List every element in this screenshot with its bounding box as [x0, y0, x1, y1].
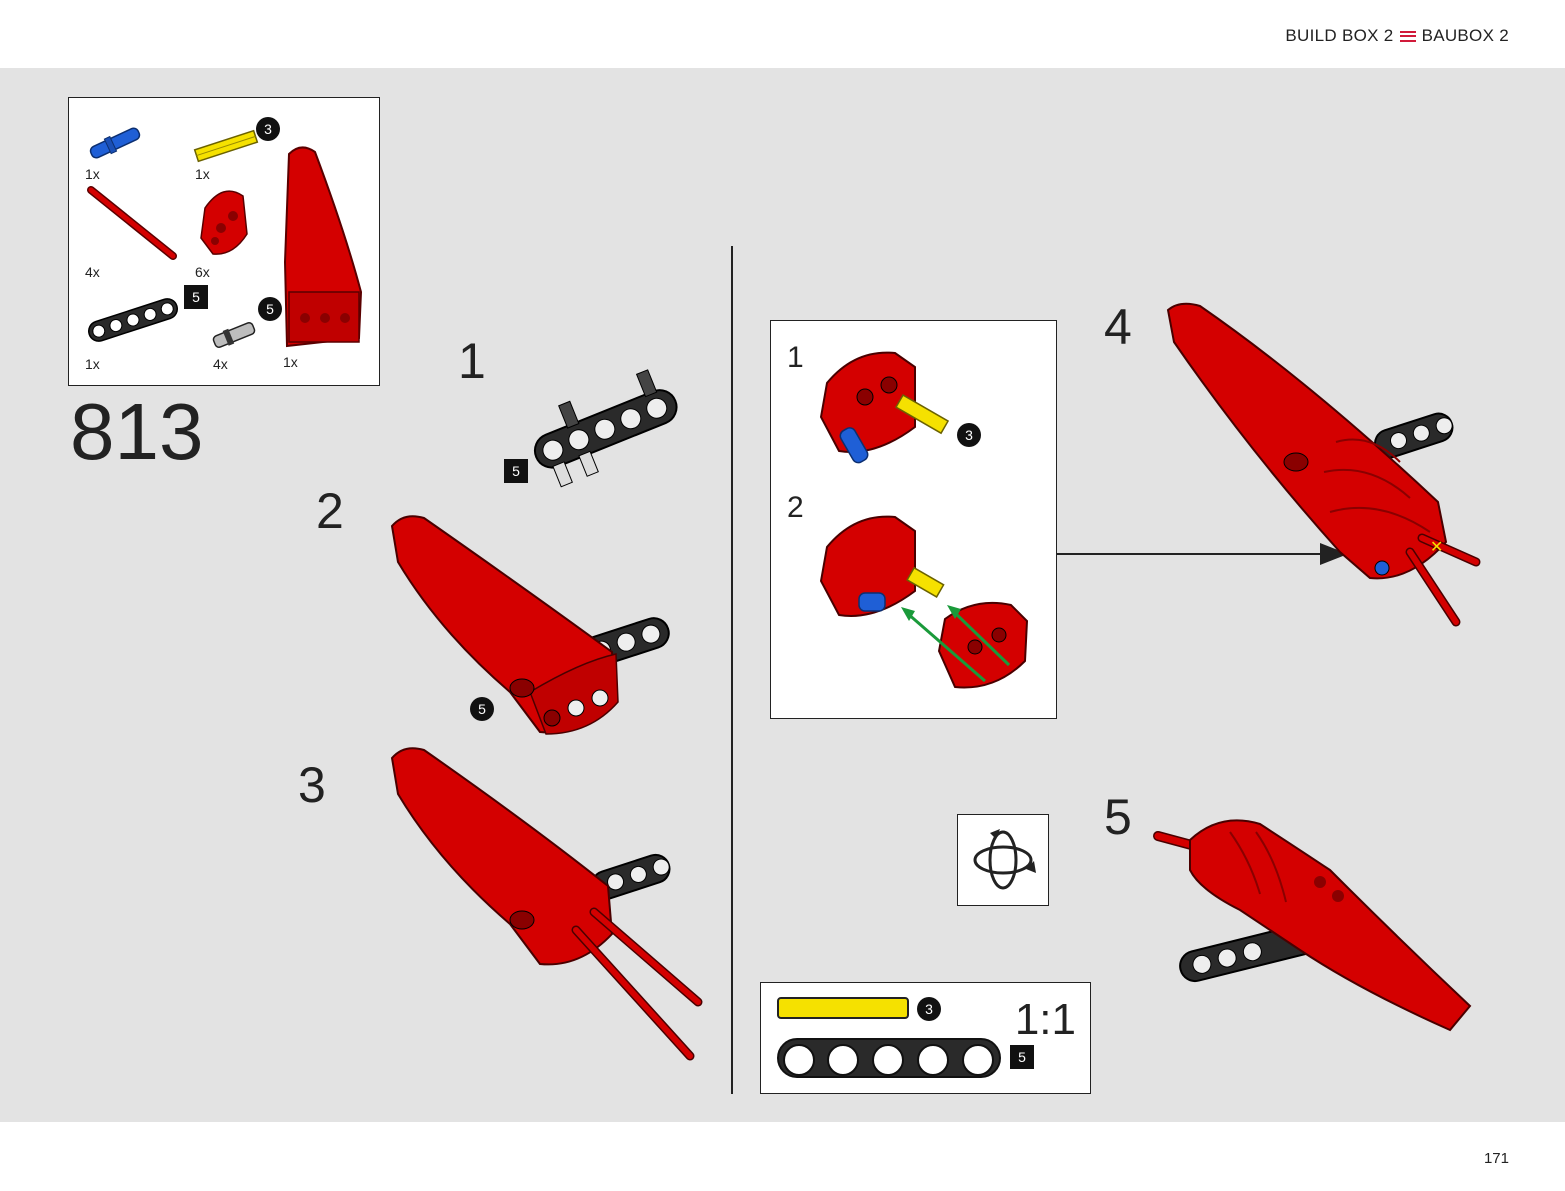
substep-4-number: 4: [1104, 299, 1132, 355]
substep-1-number: 1: [458, 333, 486, 389]
arrow-head-icon: [1320, 543, 1348, 565]
rotate-model-icon: [973, 829, 1036, 890]
red-panel-part: [200, 190, 248, 255]
callout-1-axle-badge: 3: [957, 423, 981, 447]
substep-1-illustration: [533, 369, 678, 488]
callout-substep-2: 2: [787, 491, 804, 524]
qty-red-axle: 4x: [85, 264, 100, 280]
red-axle-part: [87, 186, 177, 260]
substep-5-illustration: [1153, 819, 1472, 1032]
scale-beam-badge: 5: [1010, 1045, 1034, 1069]
substep-1-beam-badge: 5: [504, 459, 528, 483]
menu-icon[interactable]: [1399, 30, 1416, 42]
qty-red-panel: 6x: [195, 264, 210, 280]
scale-reference: 3 5 1:1: [760, 982, 1091, 1094]
page-number: 171: [1483, 1150, 1509, 1167]
grey-connector-part: [212, 322, 256, 348]
substep-2-badge: 5: [470, 697, 494, 721]
black-beam-part: [88, 298, 178, 342]
yellow-axle-part: [193, 129, 259, 163]
rotate-model-box: [957, 814, 1049, 906]
column-divider: [731, 246, 733, 1094]
scale-label: 1:1: [1014, 995, 1076, 1044]
page-footer: 171: [0, 1122, 1565, 1191]
parts-list: 1x 3 1x 4x 6x 5 1x: [68, 97, 380, 386]
callout-1-illustration: [819, 351, 950, 464]
substep-2-illustration: [390, 515, 670, 735]
substep-3-illustration: [390, 747, 703, 1061]
step-number: 813: [70, 387, 204, 476]
callout-2-illustration: [819, 515, 1029, 689]
callout-substep-1: 1: [787, 341, 804, 374]
qty-blue-pin: 1x: [85, 166, 100, 182]
header-title-left: BUILD BOX 2: [1285, 26, 1394, 45]
substep-4-illustration: ✕: [1166, 302, 1481, 627]
red-fairing-badge: 5: [258, 297, 282, 321]
blue-pin-part: [89, 127, 141, 159]
qty-yellow-axle: 1x: [195, 166, 210, 182]
yellow-axle-badge: 3: [256, 117, 280, 141]
substep-5-number: 5: [1104, 789, 1132, 845]
header-title: BUILD BOX 2 BAUBOX 2: [1285, 26, 1509, 46]
red-fairing-part: [283, 146, 363, 348]
substep-3-number: 3: [298, 757, 326, 813]
qty-grey-connector: 4x: [213, 356, 228, 372]
header-title-right: BAUBOX 2: [1421, 26, 1509, 45]
scale-beam: [777, 1038, 1001, 1078]
substep-2-number: 2: [316, 483, 344, 539]
callout-arrow: [1057, 553, 1325, 555]
scale-axle: [777, 997, 909, 1019]
qty-red-fairing: 1x: [283, 354, 298, 370]
svg-text:✕: ✕: [1430, 537, 1443, 556]
black-beam-badge: 5: [184, 285, 208, 309]
qty-black-beam: 1x: [85, 356, 100, 372]
page-header: BUILD BOX 2 BAUBOX 2: [0, 0, 1565, 68]
scale-axle-badge: 3: [917, 997, 941, 1021]
sub-assembly-callout: 1 2 3: [770, 320, 1057, 719]
